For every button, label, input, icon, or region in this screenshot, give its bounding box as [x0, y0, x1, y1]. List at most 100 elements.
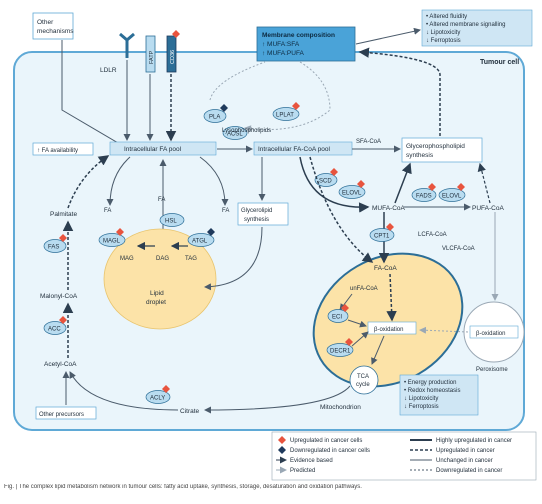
lplat-label: LPLAT [276, 113, 294, 119]
membrane-composition-title: Membrane composition [262, 32, 335, 39]
glycerolipid-label-2: synthesis [244, 217, 269, 223]
legend-unchanged-label: Unchanged in cancer [436, 458, 493, 464]
glycerophospholipid-box [401, 137, 483, 163]
glycerolipid-label-1: Glycerolipid [241, 208, 272, 214]
palmitate-label: Palmitate [50, 211, 77, 218]
lysophospholipid-cycle [209, 61, 331, 130]
tca-label-2: cycle [356, 382, 370, 388]
fa-label-center: FA [158, 197, 165, 203]
fa-label-left: FA [104, 208, 111, 214]
cd36-transporter [166, 35, 177, 73]
acly-enzyme [145, 390, 171, 404]
mag-label: MAG [120, 256, 134, 262]
up-marker-eci [341, 304, 349, 312]
effect-fluidity: • Altered fluidity [426, 14, 467, 20]
legend: Upregulated in cancer cells Downregulate… [271, 431, 537, 481]
elovl-enzyme-1 [338, 185, 366, 199]
elovl-enzyme-2 [438, 188, 466, 202]
other-mechanisms-label-1: Other [37, 19, 54, 26]
arrow-glycerolipid-to-droplet [204, 226, 263, 291]
cpt1-enzyme [369, 228, 395, 242]
intracellular-fa-pool-label: Intracellular FA pool [124, 146, 182, 153]
energy-box [399, 374, 479, 416]
beta-oxidation-mito-box [367, 321, 417, 335]
mufa-coa-label: MUFA-CoA [372, 205, 406, 212]
other-precursors-box [35, 406, 97, 420]
arrow-perox-to-mito [419, 326, 469, 334]
energy-lipotoxicity: ↓ Lipotoxicity [404, 396, 438, 402]
glycerophospholipid-label-2: synthesis [406, 152, 434, 159]
other-precursors-label: Other precursors [39, 412, 84, 418]
membrane-ratio-1: ↑ MUFA:SFA [262, 41, 300, 48]
down-marker-pla [220, 104, 228, 112]
pla-enzyme [203, 109, 227, 123]
lplat-enzyme [272, 107, 300, 121]
arrow-mufa-to-gpl [394, 162, 412, 204]
fatp-transporter [145, 35, 156, 73]
arrow-beta-to-tca [371, 335, 385, 365]
mitochondrion-label: Mitochondrion [320, 404, 361, 411]
ldlr-receptor [119, 32, 135, 58]
energy-production: • Energy production [404, 380, 456, 386]
tca-label-1: TCA [357, 374, 369, 380]
up-marker-fas [59, 234, 67, 242]
acsl-label: ACSL [227, 132, 243, 138]
magl-label: MAGL [103, 239, 121, 245]
vlcfa-coa-label: VLCFA-CoA [442, 246, 475, 252]
fads-label: FADS [416, 194, 432, 200]
lipid-droplet-label-2: droplet [146, 299, 166, 306]
arrow-tca-to-citrate [204, 385, 351, 414]
arrow-facoa-to-mufacoa [299, 156, 370, 213]
lipid-droplet [103, 228, 217, 330]
up-marker-acc [59, 316, 67, 324]
lcfa-coa-label: LCFA-CoA [418, 232, 447, 238]
scd-enzyme [314, 173, 338, 187]
up-marker-acly [162, 385, 170, 393]
legend-predicted-label: Predicted [290, 468, 315, 474]
magl-enzyme [98, 233, 126, 247]
up-marker-magl [116, 228, 124, 236]
legend-upregulated-label: Upregulated in cancer [436, 448, 495, 454]
citrate-label: Citrate [180, 408, 200, 415]
beta-oxidation-perox-box [469, 325, 519, 339]
cpt1-label: CPT1 [374, 234, 390, 240]
decr1-label: DECR1 [330, 349, 351, 355]
fas-enzyme [43, 239, 67, 253]
beta-oxidation-perox-label: β-oxidation [476, 331, 505, 337]
cd36-label: CD36 [170, 50, 176, 64]
legend-evidence-label: Evidence based [290, 458, 333, 464]
acc-enzyme [43, 321, 67, 335]
fa-coa-pool-label: Intracellular FA-CoA pool [258, 146, 330, 153]
dag-label: DAG [156, 256, 169, 262]
figure-caption: Fig. | The complex lipid metabolism netw… [4, 484, 362, 490]
intracellular-fa-pool-box [109, 141, 217, 156]
tag-label: TAG [185, 256, 197, 262]
membrane-effects-box [421, 9, 533, 47]
scd-label: SCD [319, 179, 332, 185]
hsl-label: HSL [165, 219, 177, 225]
lipid-droplet-label-1: Lipid [150, 290, 164, 297]
glycerophospholipid-label-1: Glycerophospholipid [406, 143, 465, 150]
elovl-label-1: ELOVL [342, 191, 362, 197]
arrow-decr-to-beta [351, 331, 369, 347]
membrane-composition-box [256, 26, 356, 62]
arrow-pool-to-fa-left [106, 156, 131, 206]
other-mechanisms-label-2: mechanisms [37, 28, 74, 35]
legend-down-label: Downregulated in cancer cells [290, 448, 370, 454]
eci-enzyme [327, 309, 349, 323]
tumour-cell-label: Tumour cell [480, 59, 519, 66]
energy-ferroptosis: ↓ Ferroptosis [404, 404, 439, 410]
acc-label: ACC [48, 327, 61, 333]
other-mechanisms-box [32, 12, 74, 40]
fatp-label: FATP [149, 50, 155, 64]
glycerolipid-box [237, 202, 289, 226]
arrow-membrane-to-effects [355, 27, 421, 45]
arrow-pufa-to-gpl [477, 162, 491, 204]
pufa-coa-label: PUFA-CoA [472, 205, 504, 212]
arrow-pool-to-fa-right [199, 156, 229, 206]
acly-label: ACLY [150, 396, 165, 402]
unfa-coa-label: unFA-CoA [350, 286, 378, 292]
arrow-palmitate-to-pool [67, 155, 110, 209]
legend-down-marker [278, 446, 286, 454]
